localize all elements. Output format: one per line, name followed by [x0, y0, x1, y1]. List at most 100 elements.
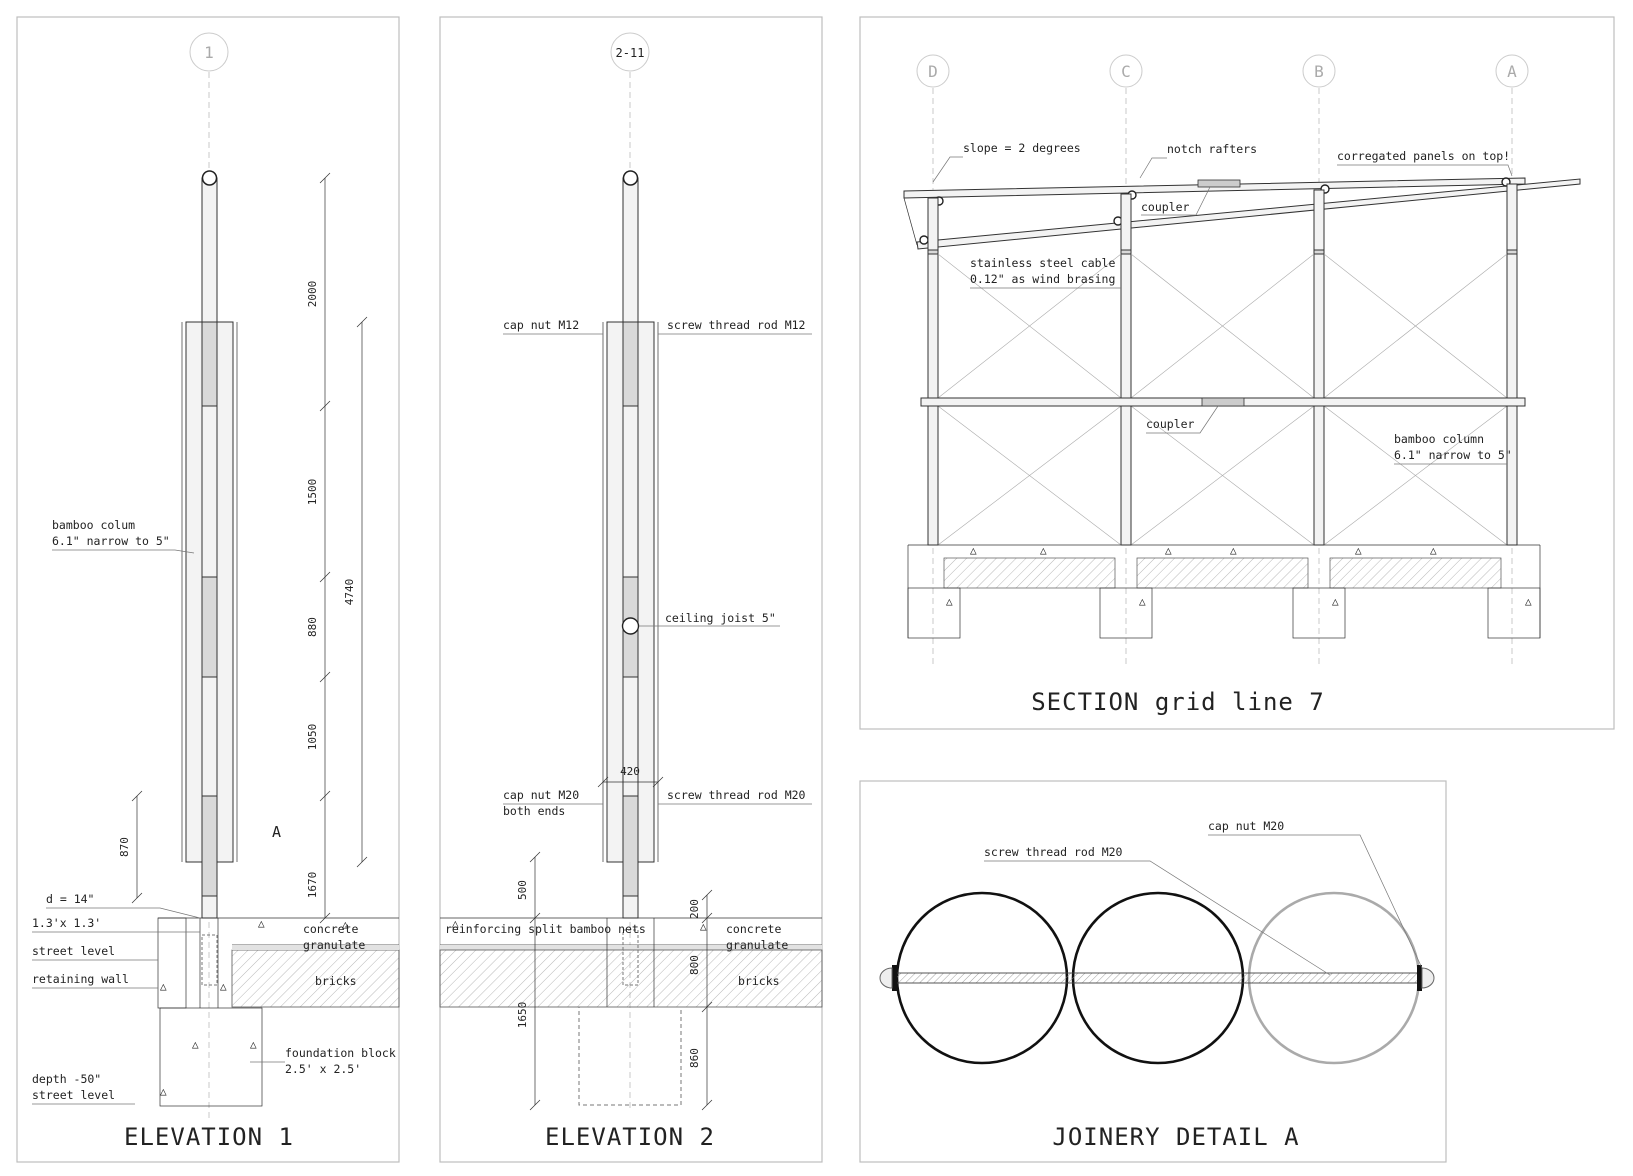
dimension-label: △ — [250, 1038, 257, 1051]
dimension-label: △ — [946, 595, 953, 608]
grid-label-d: D — [928, 62, 938, 81]
dimension-label: △ — [160, 1085, 167, 1098]
section-mid-beam — [920, 397, 1526, 407]
section-frame — [859, 16, 1615, 730]
dimension-label: 500 — [516, 880, 529, 900]
dimension-label: △ — [1430, 544, 1437, 557]
annotation-label: 6.1" narrow to 5" — [52, 534, 170, 548]
annotation-label: stainless steel cable — [970, 256, 1115, 270]
annotation-label: bricks — [738, 974, 780, 988]
annotation-label: ceiling joist 5" — [665, 611, 776, 625]
dimension-label: △ — [1040, 544, 1047, 557]
section-panel: D C B A — [859, 16, 1615, 730]
elevation-1-title: ELEVATION 1 — [124, 1123, 294, 1151]
dimension-label: △ — [1139, 595, 1146, 608]
dimension-label: 860 — [688, 1048, 701, 1068]
labels-section: slope = 2 degrees notch rafters corregat… — [932, 141, 1513, 465]
dims-elev2: 420 500 1650 200 800 860 — [516, 765, 713, 1111]
dimension-label: △ — [1165, 544, 1172, 557]
annotation-label: both ends — [503, 804, 565, 818]
annotation-label: concrete — [303, 922, 358, 936]
section-foundation: △ △ △ △ △ △ △ △ △ △ — [907, 544, 1541, 639]
joinery-frame — [859, 780, 1447, 1163]
annotation-label: screw thread rod M12 — [667, 318, 805, 332]
dimension-label: 1500 — [306, 479, 319, 506]
grid-label-c: C — [1121, 62, 1131, 81]
annotation-label: d = 14" — [46, 892, 94, 906]
section-wind-bracing — [937, 253, 1508, 546]
annotation-label: cap nut M20 — [503, 788, 579, 802]
annotation-label: foundation block — [285, 1046, 396, 1060]
annotation-label: street level — [32, 1088, 115, 1102]
joinery-panel: cap nut M20 screw thread rod M20 JOINERY… — [859, 780, 1447, 1163]
dimension-label: 800 — [688, 955, 701, 975]
dimension-label: 880 — [306, 617, 319, 637]
dimension-label: 420 — [620, 765, 640, 778]
dimension-label: 1670 — [306, 872, 319, 899]
dimension-label: △ — [1230, 544, 1237, 557]
threaded-rod — [891, 972, 1423, 984]
cap-nut-right — [1417, 965, 1422, 991]
annotation-label: bricks — [315, 974, 357, 988]
dimension-label: △ — [258, 917, 265, 930]
annotation-label: notch rafters — [1167, 142, 1257, 156]
dimension-label: △ — [700, 920, 707, 933]
detail-ref-a: A — [272, 823, 281, 841]
dimension-label: △ — [1355, 544, 1362, 557]
annotation-label: 6.1" narrow to 5" — [1394, 448, 1512, 462]
ceiling-joist-circle — [621, 617, 640, 635]
ground-elev1: △ △ △ △ △ △ △ — [157, 917, 400, 1107]
annotation-label: reinforcing split bamboo nets — [445, 922, 646, 936]
dimension-label: 4740 — [343, 579, 356, 606]
dimension-label: △ — [160, 980, 167, 993]
annotation-label: retaining wall — [32, 972, 129, 986]
grid-label-1: 1 — [204, 43, 214, 62]
annotation-label: 0.12" as wind brasing — [970, 272, 1115, 286]
dimension-label: △ — [970, 544, 977, 557]
dimension-label: 2000 — [306, 281, 319, 308]
annotation-label: granulate — [726, 938, 788, 952]
labels-elev1: bamboo colum 6.1" narrow to 5" d = 14" 1… — [32, 518, 396, 1105]
annotation-label: concrete — [726, 922, 781, 936]
annotation-label: bamboo column — [1394, 432, 1484, 446]
annotation-label: coupler — [1141, 200, 1190, 214]
annotation-label: 1.3'x 1.3' — [32, 916, 101, 930]
annotation-label: cap nut M12 — [503, 318, 579, 332]
ground-elev2: △ △ — [439, 917, 823, 1106]
annotation-label: 2.5' x 2.5' — [285, 1062, 361, 1076]
section-title: SECTION grid line 7 — [1031, 688, 1325, 716]
annotation-label: depth -50" — [32, 1072, 101, 1086]
annotation-label: cap nut M20 — [1208, 819, 1284, 833]
annotation-label: bamboo colum — [52, 518, 135, 532]
dimension-label: 870 — [118, 837, 131, 857]
elevation-2-frame — [439, 16, 823, 1163]
elevation-2-title: ELEVATION 2 — [545, 1123, 715, 1151]
dimension-label: 200 — [688, 899, 701, 919]
dimension-label: △ — [192, 1038, 199, 1051]
dimension-label: △ — [1525, 595, 1532, 608]
annotation-label: granulate — [303, 938, 365, 952]
annotation-label: corregated panels on top! — [1337, 149, 1510, 163]
bamboo-column-elev1 — [181, 170, 238, 919]
grid-label-b: B — [1314, 62, 1324, 81]
dimension-label: △ — [452, 917, 459, 930]
dimension-label: △ — [342, 918, 349, 931]
grid-label-a: A — [1507, 62, 1517, 81]
labels-elev2: cap nut M12 screw thread rod M12 ceiling… — [445, 318, 812, 988]
annotation-label: street level — [32, 944, 115, 958]
dimension-label: 1650 — [516, 1002, 529, 1029]
dimension-label: 1050 — [306, 724, 319, 751]
annotation-label: coupler — [1146, 417, 1195, 431]
elevation-1-panel: 1 △ △ △ △ △ — [16, 16, 400, 1163]
grid-label-2-11: 2-11 — [616, 46, 645, 60]
joinery-title: JOINERY DETAIL A — [1052, 1123, 1299, 1151]
dimension-label: △ — [220, 980, 227, 993]
annotation-label: screw thread rod M20 — [984, 845, 1123, 859]
section-columns — [927, 183, 1518, 546]
annotation-label: slope = 2 degrees — [963, 141, 1081, 155]
elevation-2-panel: 2-11 △ △ cap nut M12 — [439, 16, 823, 1163]
bamboo-column-elev2 — [602, 170, 659, 919]
dims-elev1: 2000 1500 880 1050 1670 4740 870 — [118, 172, 368, 924]
grid-bubble-1 — [189, 32, 229, 72]
